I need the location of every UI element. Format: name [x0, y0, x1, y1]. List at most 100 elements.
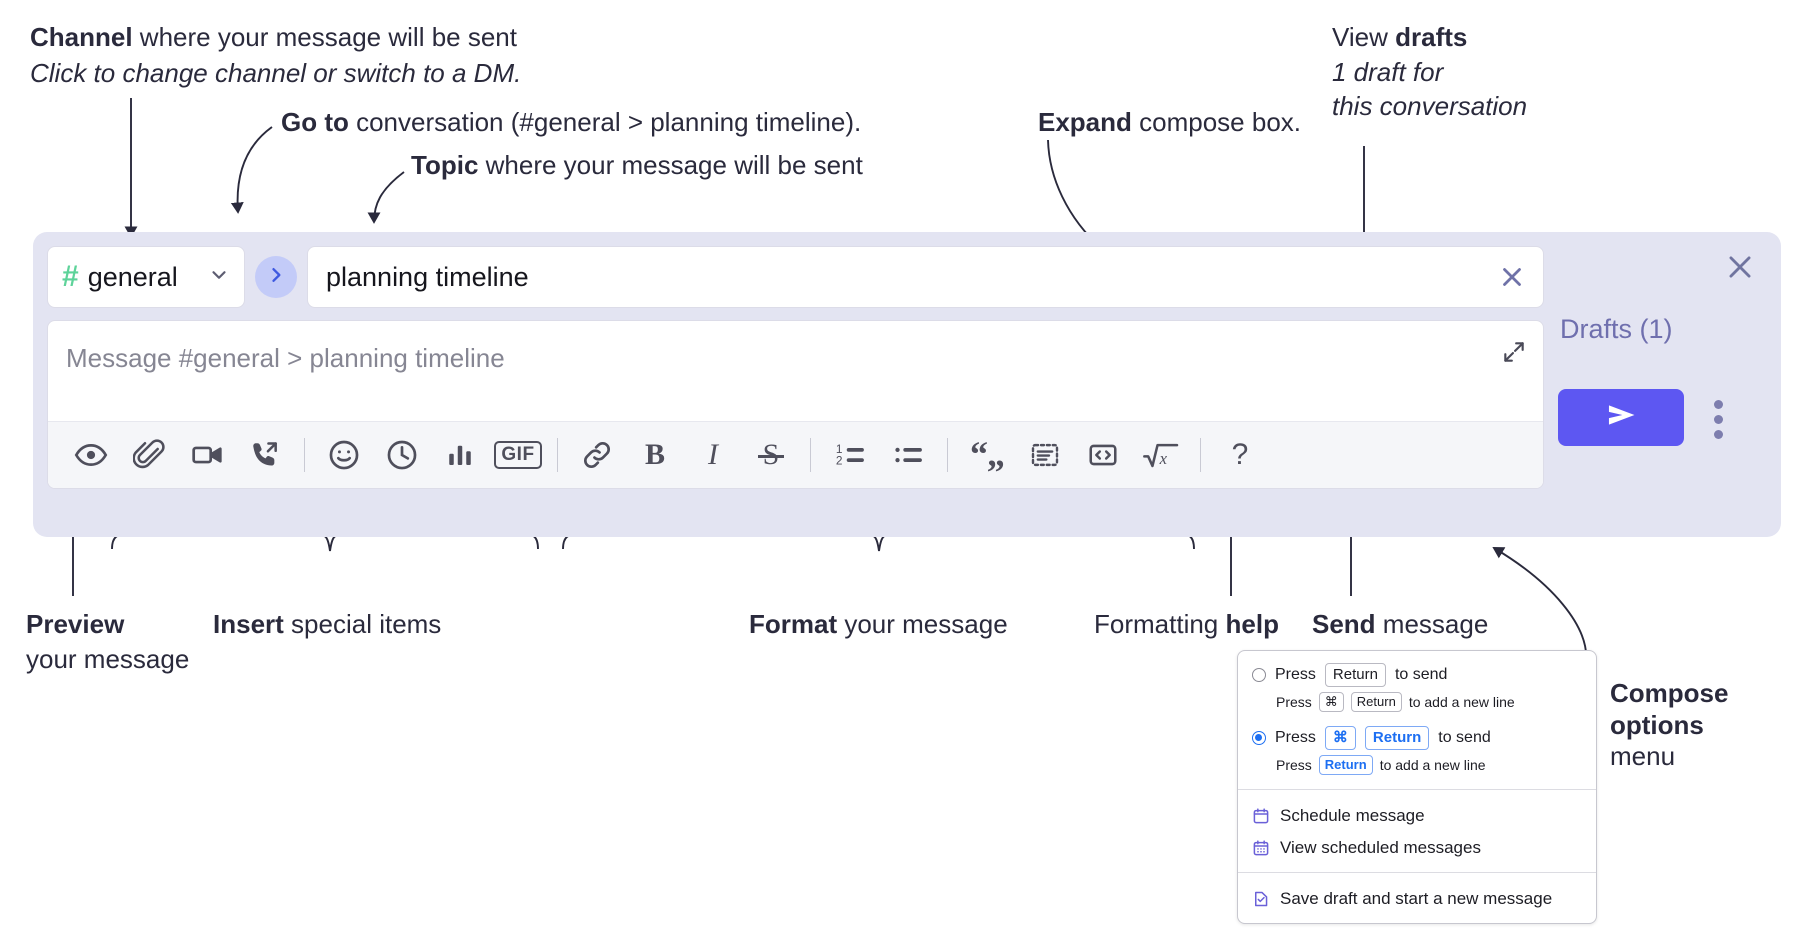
menu-item-label: Save draft and start a new message	[1280, 888, 1553, 908]
calendar-icon	[1252, 807, 1270, 825]
topic-value: planning timeline	[326, 261, 529, 292]
strikethrough-line	[757, 455, 785, 458]
gif-icon[interactable]: GIF	[489, 426, 547, 484]
chevron-right-icon	[266, 265, 286, 290]
annotation-drafts-line3: this conversation	[1332, 91, 1528, 122]
key-command: ⌘	[1318, 692, 1344, 712]
svg-text:1: 1	[836, 442, 843, 456]
send-option-cmd-return[interactable]: Press ⌘ Return to send	[1238, 724, 1596, 752]
menu-item-view-scheduled-messages[interactable]: View scheduled messages	[1238, 832, 1596, 864]
attachment-paperclip-icon[interactable]	[120, 426, 178, 484]
send-shortcut-options: Press Return to send Press ⌘ Return to a…	[1238, 651, 1596, 789]
strikethrough-label: S	[757, 438, 785, 472]
menu-item-schedule-message[interactable]: Schedule message	[1238, 800, 1596, 832]
expand-arrows-icon[interactable]	[1501, 339, 1527, 370]
poll-bar-chart-icon[interactable]	[431, 426, 489, 484]
annotation-expand-bold: Expand	[1038, 107, 1132, 137]
send-option-return-hint: Press ⌘ Return to add a new line	[1238, 689, 1596, 718]
close-icon[interactable]	[1723, 250, 1757, 289]
bold-icon[interactable]: B	[626, 426, 684, 484]
svg-text:2: 2	[836, 453, 843, 467]
option1-sub-press: Press	[1276, 694, 1312, 711]
hash-icon: #	[62, 260, 79, 293]
radio-icon[interactable]	[1252, 668, 1266, 683]
topic-input[interactable]: planning timeline	[307, 246, 1544, 308]
svg-text:x: x	[1159, 449, 1168, 468]
drafts-link[interactable]: Drafts (1)	[1560, 314, 1673, 344]
quote-glyph: “„	[970, 434, 1005, 475]
video-camera-icon[interactable]	[178, 426, 236, 484]
annotation-channel-rest: where your message will be sent	[132, 22, 517, 52]
kebab-dot	[1714, 400, 1723, 409]
annotation-insert-rest: special items	[283, 609, 442, 639]
help-label: ?	[1231, 438, 1249, 471]
annotation-drafts-normal: View	[1332, 22, 1396, 52]
more-options-vertical-icon[interactable]	[1714, 400, 1723, 439]
send-paper-plane-icon	[1599, 398, 1643, 437]
italic-label: I	[708, 438, 718, 471]
annotation-topic-rest: where your message will be sent	[478, 150, 863, 180]
code-icon[interactable]	[1074, 426, 1132, 484]
send-option-cmd-return-hint: Press Return to add a new line	[1238, 752, 1596, 781]
menu-item-save-draft[interactable]: Save draft and start a new message	[1238, 883, 1596, 915]
gif-label: GIF	[494, 441, 542, 469]
annotation-topic-bold: Topic	[411, 150, 479, 180]
option2-suffix: to send	[1438, 728, 1491, 746]
menu-item-label: View scheduled messages	[1280, 837, 1481, 857]
option2-sub-suffix: to add a new line	[1379, 756, 1486, 773]
toolbar-separator	[557, 438, 558, 472]
huddle-phone-icon[interactable]	[236, 426, 294, 484]
annotation-drafts-line2: 1 draft for	[1332, 56, 1444, 87]
annotation-preview: Preview your message	[26, 609, 286, 675]
close-icon[interactable]	[1497, 262, 1527, 292]
clock-icon[interactable]	[373, 426, 431, 484]
annotation-topic: Topic where your message will be sent	[411, 150, 1051, 182]
send-option-return[interactable]: Press Return to send	[1238, 661, 1596, 689]
blockquote-icon[interactable]: “„	[958, 426, 1016, 484]
strikethrough-icon[interactable]: S	[742, 426, 800, 484]
bold-label: B	[644, 438, 665, 471]
annotation-formatting-help: Formatting help	[1094, 609, 1394, 641]
option2-sub-press: Press	[1276, 756, 1312, 773]
option1-suffix: to send	[1394, 666, 1448, 684]
italic-icon[interactable]: I	[684, 426, 742, 484]
option1-press: Press	[1275, 666, 1316, 684]
annotation-compose-options-line2: options	[1610, 709, 1704, 740]
annotation-send: Send message	[1312, 609, 1612, 641]
kebab-dot	[1714, 430, 1723, 439]
compose-panel: # general planning timeline	[33, 232, 1781, 537]
schedule-section: Schedule message View scheduled messages	[1238, 788, 1596, 872]
annotation-goto-bold: Go to	[281, 107, 349, 137]
radio-icon[interactable]	[1252, 730, 1266, 745]
annotation-channel-bold: Channel	[30, 22, 133, 52]
code-block-icon[interactable]	[1016, 426, 1074, 484]
calendar-grid-icon	[1252, 839, 1270, 857]
preview-icon[interactable]	[62, 426, 120, 484]
channel-selector[interactable]: # general	[47, 246, 245, 308]
annotation-compose-options-line3: menu	[1610, 741, 1676, 772]
toolbar-separator	[304, 438, 305, 472]
send-button[interactable]	[1558, 389, 1684, 446]
key-return: Return	[1318, 755, 1373, 775]
key-command: ⌘	[1324, 725, 1356, 751]
annotation-goto-rest: conversation (#general > planning timeli…	[348, 107, 862, 137]
formatting-toolbar: GIF B I S	[48, 421, 1543, 488]
compose-options-menu: Press Return to send Press ⌘ Return to a…	[1237, 650, 1597, 924]
annotation-send-bold: Send	[1312, 609, 1376, 639]
goto-conversation-button[interactable]	[255, 256, 297, 298]
latex-math-icon[interactable]: x	[1132, 426, 1190, 484]
key-return: Return	[1324, 663, 1386, 688]
formatting-help-icon[interactable]: ?	[1211, 426, 1269, 484]
key-return: Return	[1364, 725, 1430, 751]
message-input[interactable]: Message #general > planning timeline	[47, 320, 1544, 489]
emoji-smiley-icon[interactable]	[315, 426, 373, 484]
annotation-insert: Insert special items	[213, 609, 613, 641]
draft-section: Save draft and start a new message	[1238, 871, 1596, 923]
link-icon[interactable]	[568, 426, 626, 484]
bulleted-list-icon[interactable]	[879, 426, 937, 484]
toolbar-separator	[810, 438, 811, 472]
key-return: Return	[1350, 692, 1402, 712]
kebab-dot	[1714, 415, 1723, 424]
